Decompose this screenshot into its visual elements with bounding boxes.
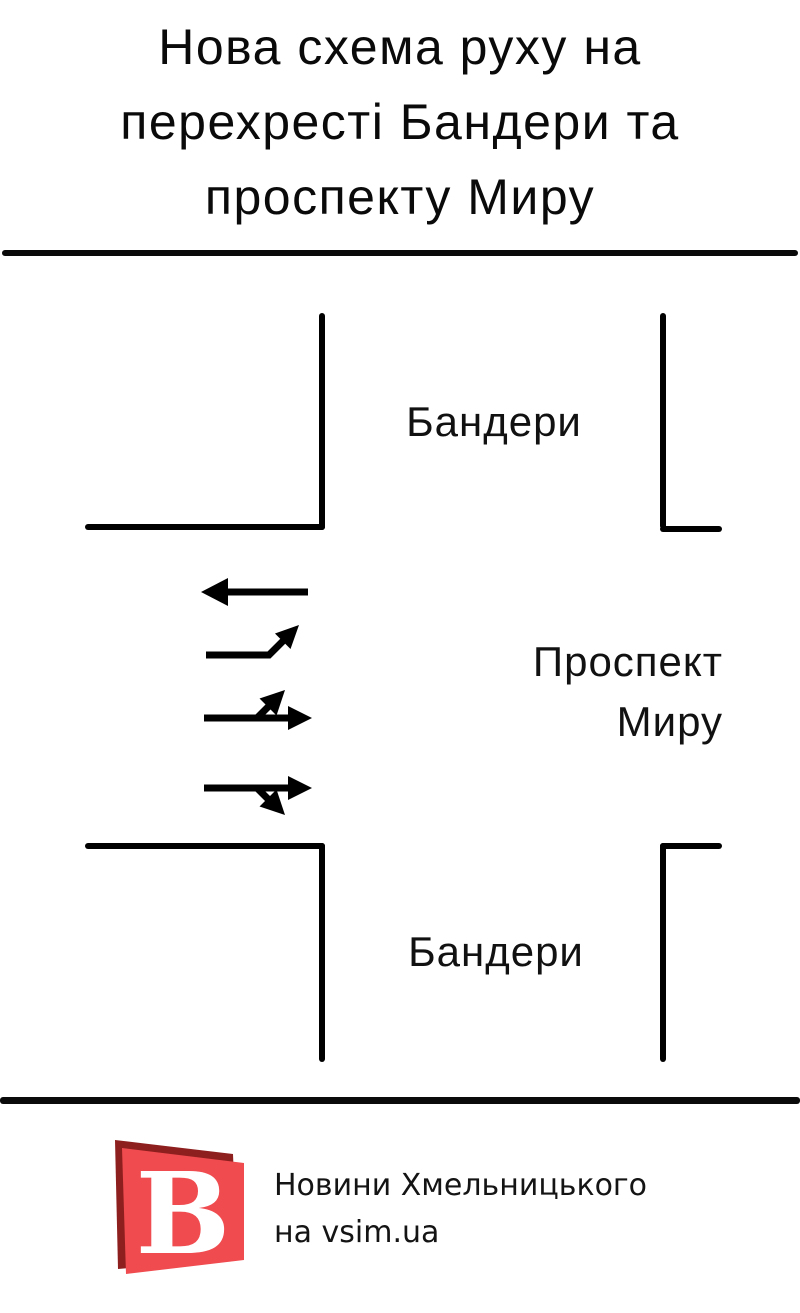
vsim-logo: В bbox=[110, 1136, 250, 1276]
logo-letter: В bbox=[136, 1149, 231, 1276]
page-title: Нова схема руху на перехресті Бандери та… bbox=[120, 19, 680, 225]
arrow-straight-and-up-right-icon bbox=[198, 683, 316, 730]
arrow-turn-up-right-icon-svg bbox=[206, 625, 299, 659]
road-edge-top-left-horizontal bbox=[85, 524, 325, 530]
road-edge-top-left-vertical bbox=[319, 313, 325, 530]
road-edge-bottom-left-horizontal bbox=[85, 843, 325, 849]
bottom-divider-line bbox=[0, 1097, 800, 1104]
footer-caption: Новини Хмельницького на vsim.ua bbox=[274, 1168, 648, 1250]
logo-front-panel bbox=[122, 1148, 244, 1274]
road-edge-top-right-horizontal bbox=[660, 526, 722, 532]
road-edge-top-right-vertical bbox=[660, 313, 666, 529]
street-label-bandery-bottom: Бандери bbox=[408, 928, 584, 975]
street-label-prospekt-myru: Проспект Миру bbox=[532, 638, 723, 745]
arrow-straight-and-up-right-icon-svg bbox=[204, 690, 312, 730]
arrow-straight-and-down-right-icon-svg bbox=[204, 776, 312, 815]
arrow-left-icon-svg bbox=[201, 578, 308, 606]
arrow-straight-and-down-right-icon bbox=[198, 768, 316, 820]
street-label-bandery-top: Бандери bbox=[406, 398, 582, 445]
arrow-left-icon bbox=[198, 576, 312, 608]
road-edge-bottom-right-horizontal bbox=[660, 843, 722, 849]
road-edge-bottom-left-vertical bbox=[319, 843, 325, 1062]
road-edge-bottom-right-vertical bbox=[660, 843, 666, 1062]
top-divider-line bbox=[2, 250, 798, 256]
arrow-turn-up-right-icon bbox=[200, 614, 308, 662]
vsim-logo-icon: В bbox=[115, 1140, 244, 1276]
